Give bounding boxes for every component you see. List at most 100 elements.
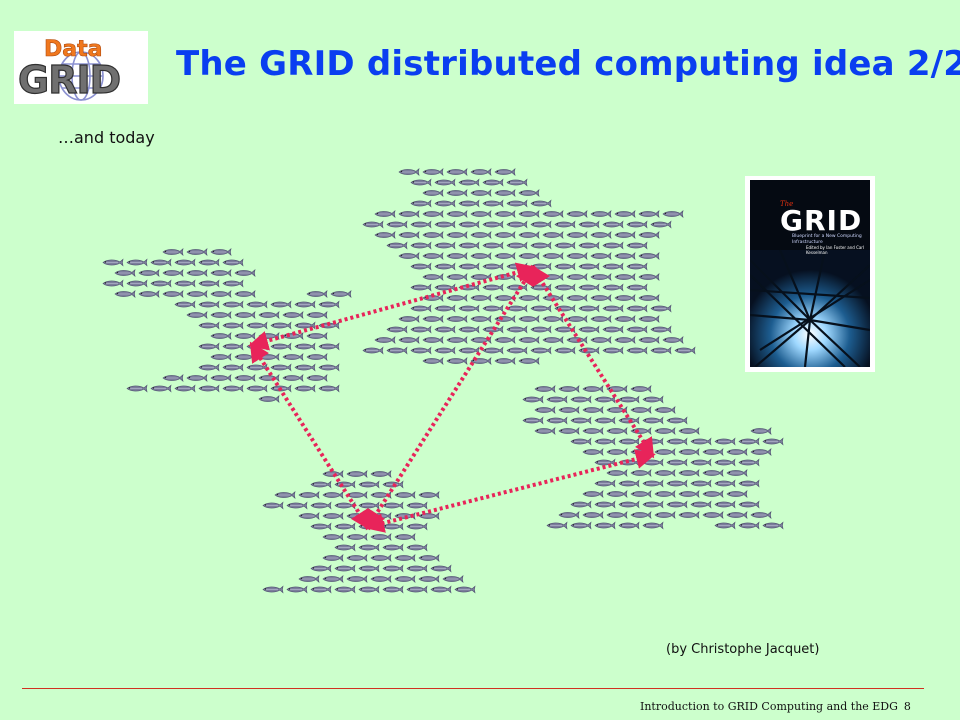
fish-icon <box>494 315 516 323</box>
fish-icon <box>542 210 564 218</box>
fish-icon <box>582 448 604 456</box>
fish-icon <box>738 500 760 509</box>
fish-icon <box>626 283 648 292</box>
fish-icon <box>374 231 396 239</box>
fish-icon <box>330 290 352 298</box>
fish-icon <box>186 311 208 319</box>
fish-icon <box>358 501 380 510</box>
fish-icon <box>566 315 588 323</box>
fish-icon <box>554 220 576 229</box>
fish-icon <box>542 315 564 323</box>
fish-icon <box>422 315 444 323</box>
fish-icon <box>458 199 480 208</box>
connection-arrows <box>248 262 656 533</box>
fish-icon <box>394 575 416 583</box>
fish-icon <box>654 490 676 498</box>
fish-icon <box>174 384 196 393</box>
fish-icon <box>198 321 220 330</box>
fish-icon <box>690 479 712 488</box>
fish-icon <box>470 315 492 323</box>
page-number: 8 <box>903 700 911 713</box>
fish-icon <box>198 279 220 288</box>
fish-icon <box>398 336 420 344</box>
school-top <box>362 168 696 365</box>
fish-icon <box>458 304 480 313</box>
fish-icon <box>234 353 256 361</box>
fish-icon <box>582 406 604 414</box>
fish-icon <box>642 521 664 530</box>
fish-icon <box>546 416 568 425</box>
book-editors: Edited by Ian Foster and Carl Kesselman <box>806 245 865 255</box>
fish-icon <box>210 353 232 361</box>
fish-icon <box>606 448 628 456</box>
fish-icon <box>542 252 564 260</box>
fish-icon <box>102 279 124 288</box>
fish-icon <box>642 395 664 404</box>
fish-icon <box>542 231 564 239</box>
fish-icon <box>322 554 344 562</box>
fish-icon <box>398 168 420 176</box>
fish-icon <box>398 252 420 260</box>
fish-icon <box>310 480 332 489</box>
fish-icon <box>446 210 468 218</box>
fish-icon <box>650 325 672 334</box>
fish-icon <box>382 522 404 531</box>
fish-icon <box>306 353 328 361</box>
fish-icon <box>714 479 736 488</box>
fish-icon <box>422 357 444 365</box>
fish-icon <box>678 448 700 456</box>
fish-icon <box>422 210 444 218</box>
fish-icon <box>590 231 612 239</box>
fish-icon <box>258 374 280 382</box>
book-small-word: The <box>780 200 794 208</box>
fish-icon <box>418 575 440 583</box>
fish-icon <box>262 501 284 510</box>
fish-icon <box>506 325 528 334</box>
fish-icon <box>602 325 624 334</box>
fish-icon <box>222 321 244 330</box>
school-bottom <box>262 470 476 594</box>
footer-text: Introduction to GRID Computing and the E… <box>640 700 898 713</box>
fish-icon <box>638 252 660 260</box>
fish-icon <box>618 395 640 404</box>
fish-icon <box>470 168 492 176</box>
fish-icon <box>590 294 612 302</box>
fish-icon <box>494 210 516 218</box>
fish-icon <box>222 384 244 393</box>
fish-icon <box>690 500 712 509</box>
fish-icon <box>370 470 392 478</box>
fish-icon <box>422 336 444 344</box>
fish-icon <box>506 283 528 292</box>
fish-icon <box>446 231 468 239</box>
fish-icon <box>626 220 648 229</box>
fish-icon <box>310 564 332 573</box>
fish-icon <box>358 480 380 489</box>
fish-icon <box>470 273 492 281</box>
fish-icon <box>534 385 556 393</box>
fish-icon <box>358 564 380 573</box>
fish-icon <box>638 315 660 323</box>
fish-icon <box>398 210 420 218</box>
fish-icon <box>494 231 516 239</box>
fish-icon <box>210 332 232 340</box>
fish-icon <box>762 521 784 530</box>
fish-icon <box>590 273 612 281</box>
fish-icon <box>690 437 712 446</box>
fish-icon <box>434 283 456 292</box>
fish-icon <box>370 575 392 583</box>
fish-icon <box>430 585 452 594</box>
fish-icon <box>286 501 308 510</box>
fish-icon <box>578 304 600 313</box>
fish-icon <box>362 220 384 229</box>
fish-icon <box>394 554 416 562</box>
fish-icon <box>162 248 184 256</box>
fish-icon <box>282 311 304 319</box>
fish-icon <box>174 300 196 309</box>
fish-icon <box>714 521 736 530</box>
fish-icon <box>714 437 736 446</box>
fish-icon <box>630 511 652 519</box>
image-credit: (by Christophe Jacquet) <box>666 642 820 657</box>
fish-icon <box>186 374 208 382</box>
fish-icon <box>654 511 676 519</box>
fish-icon <box>542 336 564 344</box>
